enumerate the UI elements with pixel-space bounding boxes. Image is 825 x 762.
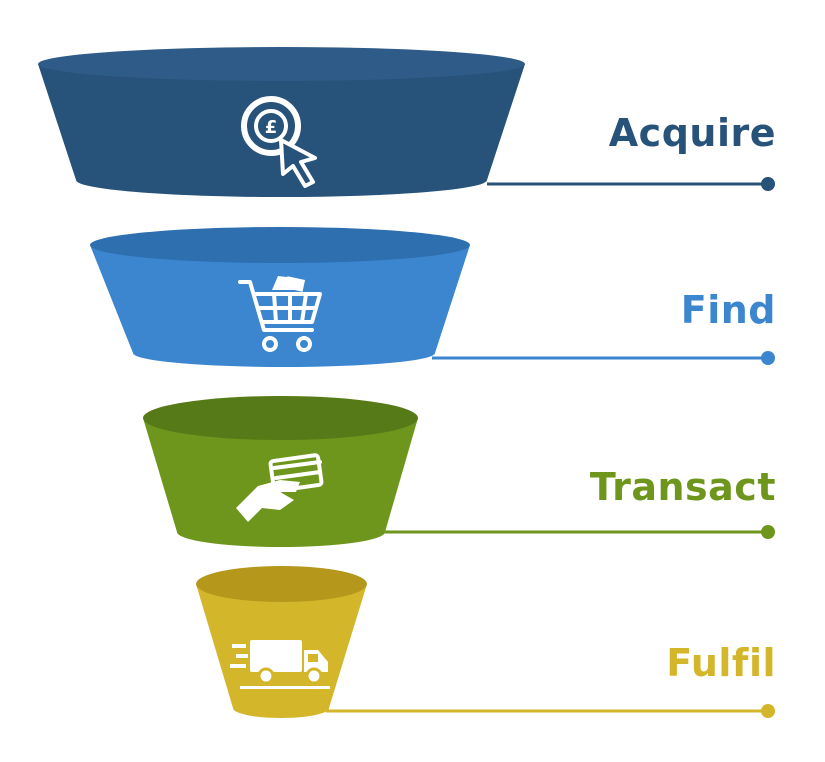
svg-text:£: £	[265, 117, 278, 138]
shopping-cart-icon	[238, 276, 322, 352]
funnel-top-transact	[143, 396, 418, 440]
connector-dot-acquire	[761, 177, 775, 191]
connector-dot-fulfil	[761, 704, 775, 718]
funnel-top-acquire	[38, 47, 525, 81]
connector-dot-transact	[761, 525, 775, 539]
hand-holding-card-icon	[236, 453, 324, 522]
stage-find: Find	[90, 227, 776, 367]
stage-acquire: £ Acquire	[38, 47, 776, 198]
funnel-segment-acquire	[38, 64, 525, 198]
connector-dot-find	[761, 351, 775, 365]
stage-label-fulfil: Fulfil	[666, 641, 776, 685]
stage-label-find: Find	[681, 288, 776, 332]
stage-label-transact: Transact	[590, 465, 776, 509]
delivery-truck-icon	[230, 640, 330, 689]
stage-label-acquire: Acquire	[609, 111, 776, 155]
pound-coin-click-cursor-icon: £	[241, 96, 317, 188]
stage-fulfil: Fulfil	[196, 566, 776, 718]
funnel-top-find	[90, 227, 470, 263]
funnel-top-fulfil	[196, 566, 367, 602]
stage-transact: Transact	[143, 396, 776, 547]
